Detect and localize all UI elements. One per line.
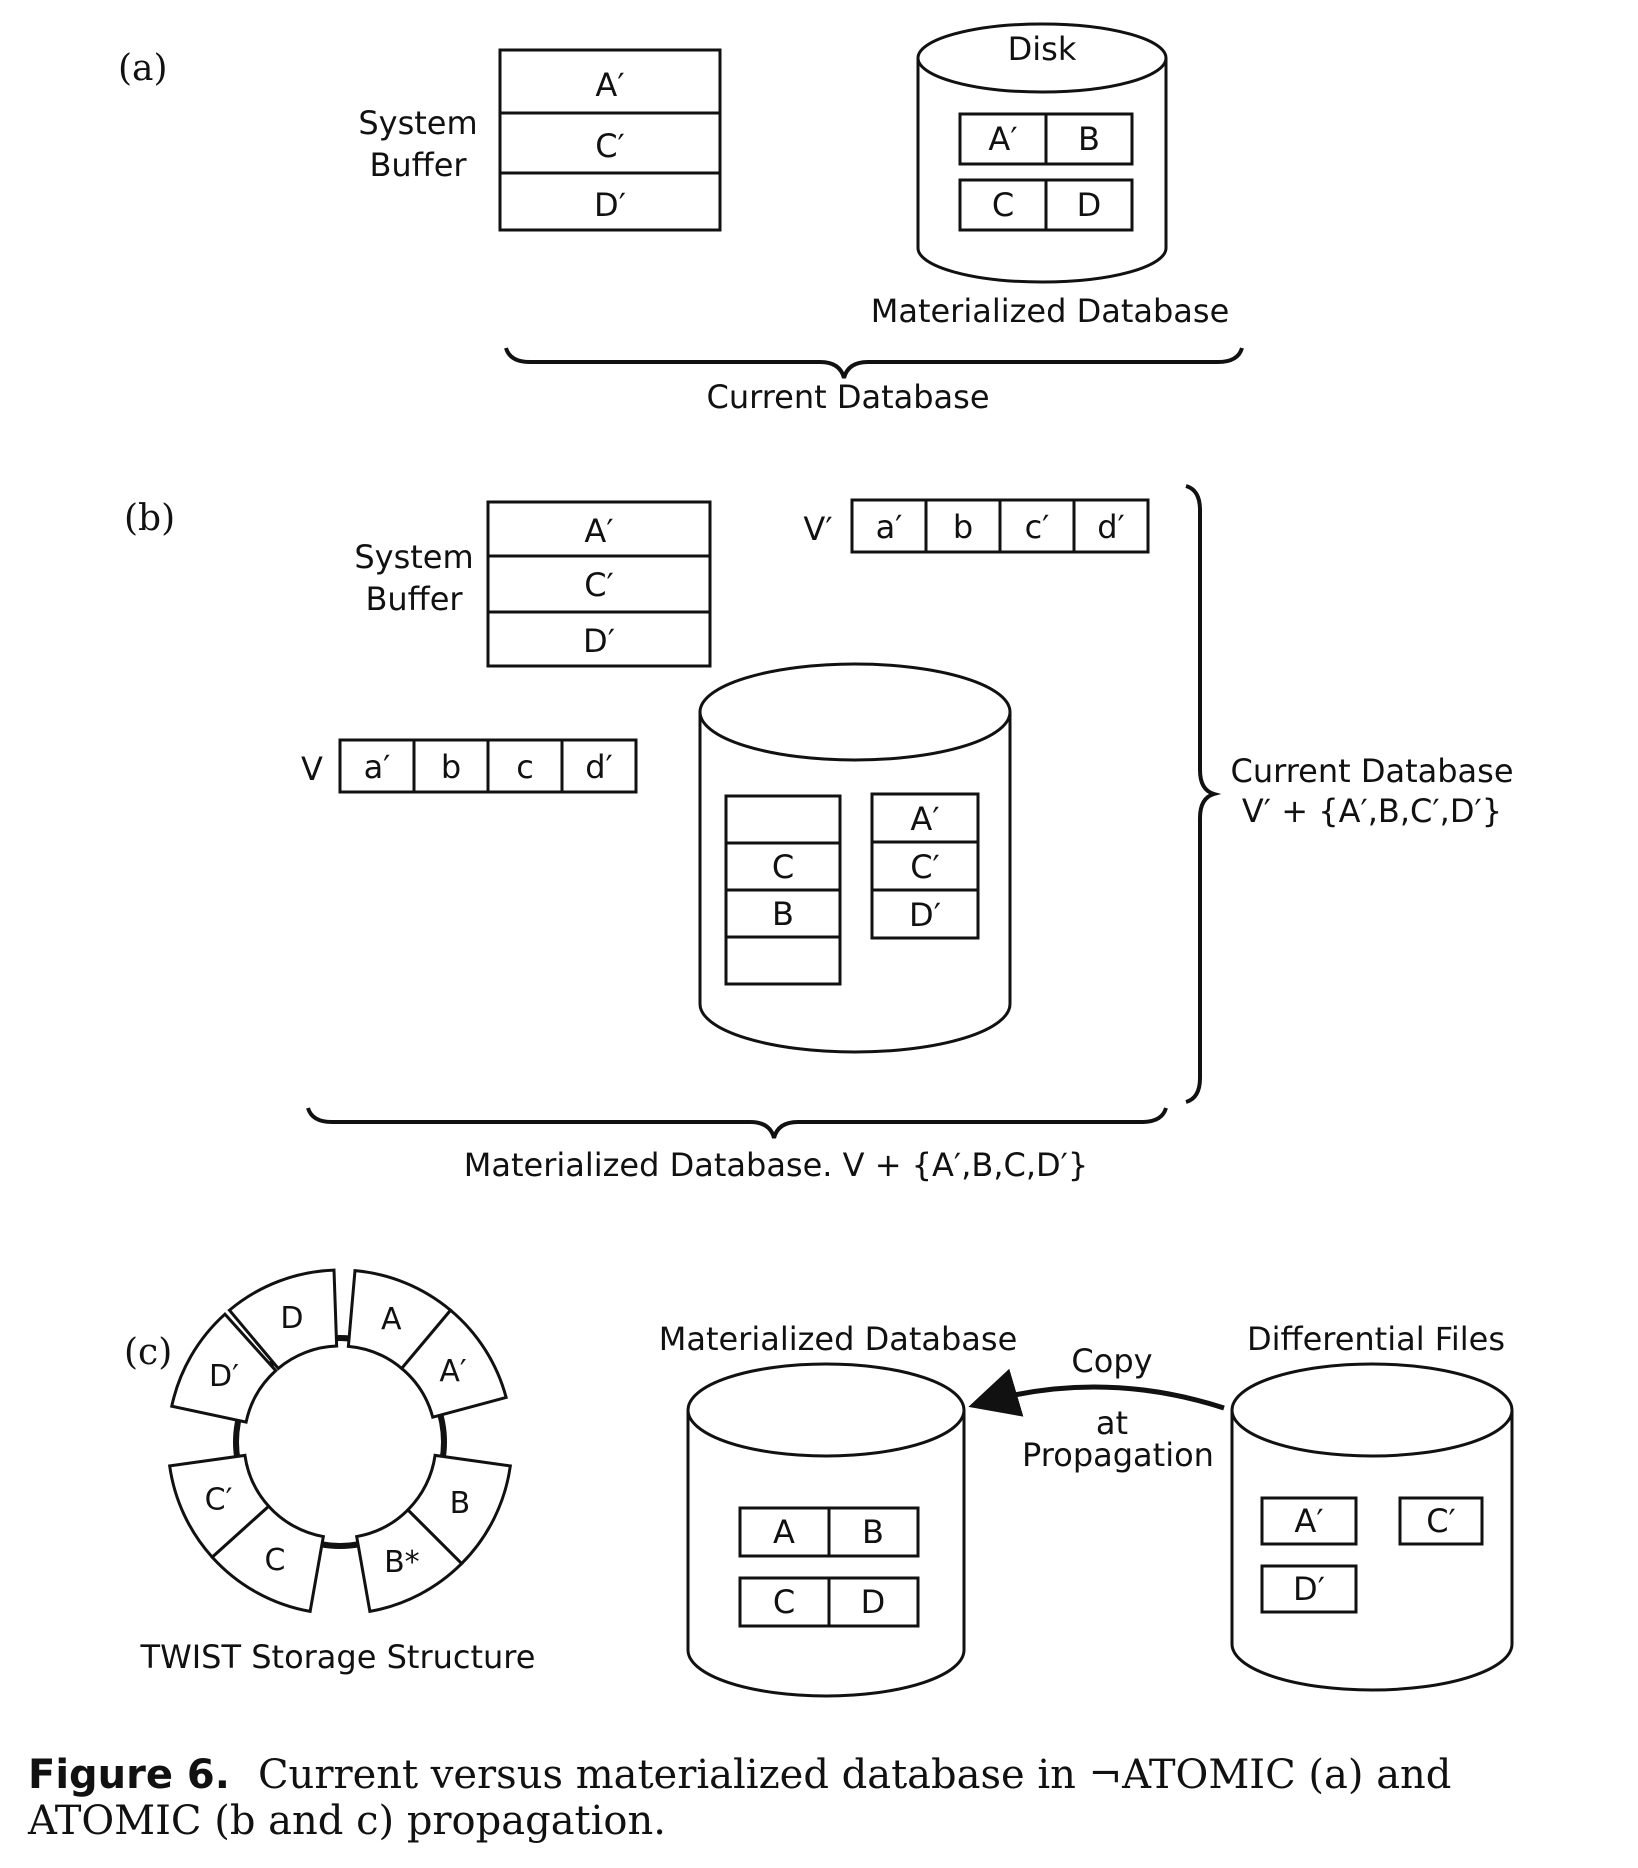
panel-a-label: (a) — [118, 48, 168, 89]
panel-b-v-entry: b — [441, 748, 461, 786]
twist-segment-label: B* — [384, 1545, 420, 1580]
differential-page: C′ — [1426, 1502, 1456, 1540]
panel-a-buffer-page: A′ — [595, 66, 624, 104]
copy-label-line3: Propagation — [1022, 1436, 1214, 1474]
figure-caption-text: Current versus materialized database in … — [28, 1752, 1452, 1844]
panel-a-disk-page: A′ — [988, 120, 1017, 158]
panel-b-v-label: V — [301, 750, 323, 788]
panel-a-materialized-label: Materialized Database — [871, 292, 1230, 330]
panel-b-v-prime-entry: a′ — [876, 508, 903, 546]
panel-b: (b) System Buffer A′ C′ D′ V′ a′ b c′ d′… — [124, 484, 1514, 1184]
panel-c-materialized-page: C — [773, 1583, 795, 1621]
panel-a-buffer-label-line2: Buffer — [369, 146, 467, 184]
panel-a-disk-page: D — [1077, 186, 1102, 224]
panel-b-disk-left-page: B — [772, 895, 794, 933]
panel-b-v-entry: c — [516, 748, 534, 786]
panel-b-disk-right-page: A′ — [910, 800, 939, 838]
panel-a-current-label: Current Database — [706, 378, 989, 416]
panel-a-buffer-label-line1: System — [358, 104, 477, 142]
differential-files-disk: A′ C′ D′ — [1230, 1362, 1514, 1692]
twist-segment-label: C′ — [205, 1483, 233, 1518]
panel-a-brace — [504, 347, 1244, 379]
panel-b-current-label-line1: Current Database — [1230, 752, 1513, 790]
twist-segment — [399, 1308, 508, 1419]
panel-b-buffer-page: A′ — [584, 512, 613, 550]
panel-a-disk-page: B — [1078, 120, 1100, 158]
panel-b-v-entry: d′ — [585, 748, 613, 786]
figure-number: Figure 6. — [28, 1752, 230, 1798]
panel-a-system-buffer: A′ C′ D′ — [498, 48, 722, 232]
panel-c-materialized-page: B — [862, 1513, 884, 1551]
panel-a-disk-label: Disk — [1008, 30, 1077, 68]
copy-label-line1: Copy — [1071, 1342, 1152, 1380]
panel-b-v-prime-label: V′ — [803, 510, 832, 548]
twist-segment-label: A′ — [439, 1354, 467, 1389]
panel-b-v-prime-entry: c′ — [1025, 508, 1050, 546]
figure-caption: Figure 6.Current versus materialized dat… — [28, 1752, 1618, 1844]
twist-segments: D A A′ B B* C C′ D′ — [167, 1268, 513, 1614]
panel-a: (a) System Buffer A′ C′ D′ Disk A′ B C D… — [118, 22, 1244, 416]
panel-b-v-prime-entry: b — [953, 508, 973, 546]
panel-b-right-brace — [1185, 484, 1222, 1104]
panel-c-materialized-page: A — [773, 1513, 795, 1551]
twist-storage-ring: D A A′ B B* C C′ D′ — [167, 1268, 513, 1614]
copy-label-line2: at — [1096, 1404, 1128, 1442]
panel-a-buffer-page: D′ — [594, 186, 626, 224]
panel-b-disk-right-page: C′ — [910, 848, 940, 886]
panel-b-current-label-line2: V′ + {A′,B,C′,D′} — [1242, 792, 1502, 830]
panel-b-buffer-label-line2: Buffer — [365, 580, 463, 618]
panel-b-bottom-brace — [306, 1107, 1168, 1139]
twist-segment-label: D — [280, 1301, 303, 1336]
panel-b-buffer-label-line1: System — [354, 538, 473, 576]
panel-b-label: (b) — [124, 498, 175, 539]
panel-b-disk: C B A′ C′ D′ — [698, 662, 1012, 1054]
panel-c-materialized-label: Materialized Database — [659, 1320, 1018, 1358]
twist-segment — [227, 1268, 339, 1371]
panel-b-disk-right-page: D′ — [909, 896, 941, 934]
panel-b-disk-left-page: C — [772, 848, 794, 886]
panel-c-materialized-disk: A B C D — [686, 1362, 966, 1698]
panel-a-disk: Disk A′ B C D — [916, 22, 1168, 284]
panel-b-v-prime-table: V′ a′ b c′ d′ — [803, 498, 1150, 554]
figure-diagram: (a) System Buffer A′ C′ D′ Disk A′ B C D… — [118, 22, 1514, 1698]
panel-b-buffer-page: C′ — [584, 566, 614, 604]
twist-segment-label: B — [450, 1486, 471, 1521]
twist-segment — [169, 1312, 278, 1424]
panel-b-materialized-label: Materialized Database. V + {A′,B,C,D′} — [464, 1146, 1089, 1184]
panel-b-system-buffer: A′ C′ D′ — [486, 500, 712, 668]
panel-b-v-table: V a′ b c d′ — [301, 738, 638, 794]
panel-c: (c) D A A′ B B* C C′ D′ TWIST Storage Structure… — [124, 1268, 1514, 1698]
twist-label: TWIST Storage Structure — [140, 1638, 536, 1676]
panel-a-buffer-page: C′ — [595, 127, 625, 165]
panel-c-label: (c) — [124, 1332, 172, 1373]
differential-files-label: Differential Files — [1247, 1320, 1505, 1358]
copy-arrow — [968, 1368, 1225, 1417]
twist-segment-label: D′ — [209, 1359, 239, 1394]
panel-b-v-entry: a′ — [364, 748, 391, 786]
panel-b-v-prime-entry: d′ — [1097, 508, 1125, 546]
panel-a-disk-page: C — [992, 186, 1014, 224]
differential-page: D′ — [1293, 1570, 1325, 1608]
twist-segment-label: A — [381, 1302, 402, 1337]
panel-b-buffer-page: D′ — [583, 622, 615, 660]
twist-segment-label: C — [265, 1543, 286, 1578]
twist-segment — [167, 1453, 271, 1560]
differential-page: A′ — [1294, 1502, 1323, 1540]
panel-c-materialized-page: D — [861, 1583, 886, 1621]
twist-segment — [354, 1507, 464, 1614]
